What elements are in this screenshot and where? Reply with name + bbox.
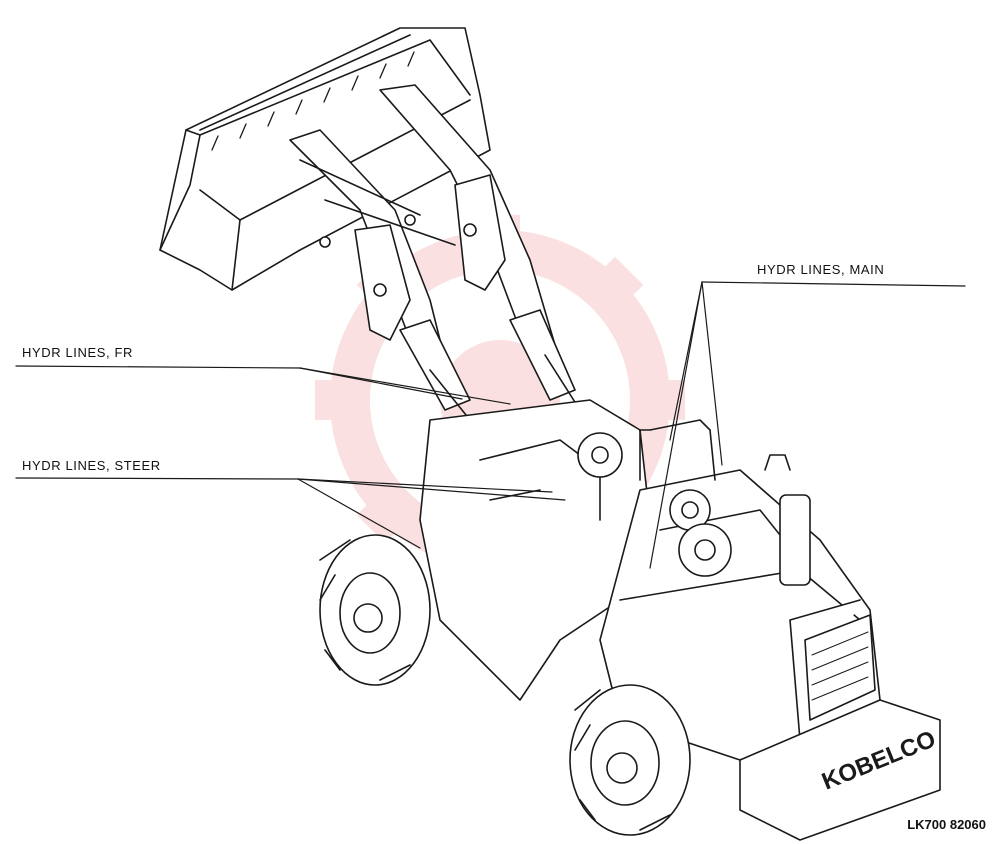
front-left-wheel (319, 534, 431, 686)
document-code: LK700 82060 (907, 817, 986, 832)
leader-lines-steer (15, 477, 566, 549)
leader-lines-fr (15, 365, 511, 405)
label-hydr-lines-main: HYDR LINES, MAIN (757, 262, 885, 277)
label-hydr-lines-fr: HYDR LINES, FR (22, 345, 133, 360)
label-hydr-lines-steer: HYDR LINES, STEER (22, 458, 161, 473)
front-frame (419, 399, 651, 701)
counterweight (739, 614, 941, 841)
cab-rails (639, 419, 716, 481)
front-right-wheel (569, 684, 691, 836)
leader-lines-main (649, 281, 966, 569)
hydraulic-cylinders (399, 309, 581, 421)
